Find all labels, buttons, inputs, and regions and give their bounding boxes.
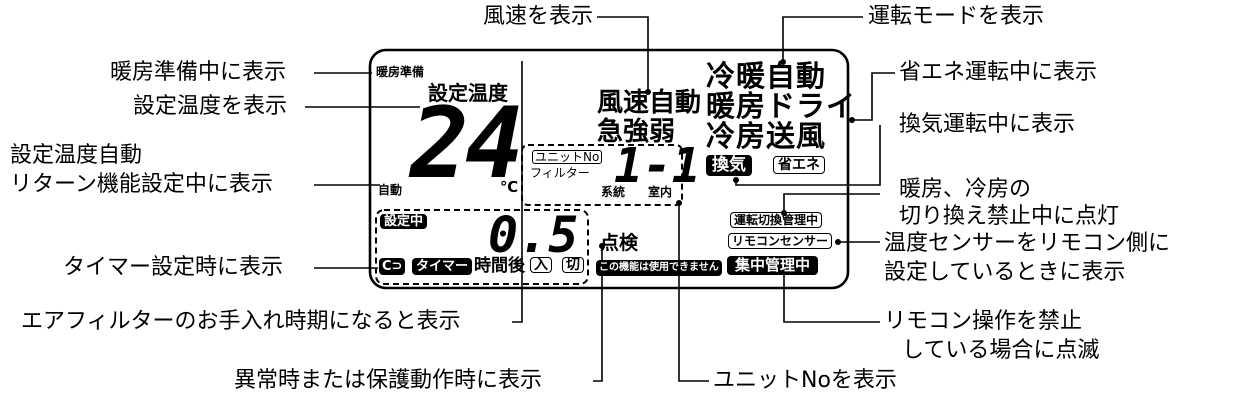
lcd-temperature: 24	[410, 87, 524, 201]
callout-sensor-1: 温度センサーをリモコン側に	[884, 231, 1171, 256]
lcd-unit-no-label: ユニットNo	[532, 150, 603, 164]
callout-sensor-2: 設定しているときに表示	[884, 260, 1126, 285]
lcd-off: 切	[562, 257, 584, 273]
callout-auto-return-1: 設定温度自動	[10, 143, 143, 168]
lcd-frame	[368, 48, 850, 290]
callout-remote-lock-2: している場合に点滅	[902, 338, 1100, 363]
callout-filter: エアフィルターのお手入れ時期になると表示	[21, 309, 461, 334]
lcd-unavailable: この機能は使用できません	[596, 260, 722, 276]
lcd-hours-after: 時間後	[474, 256, 525, 276]
lcd-on: 入	[530, 257, 552, 273]
lcd-system: 系統	[601, 185, 626, 199]
lcd-inspection: 点検	[600, 232, 639, 254]
callout-set-temp: 設定温度を表示	[133, 94, 288, 119]
callout-switch-prohibit-1: 暖房、冷房の	[899, 177, 1032, 202]
lcd-mode-line1: 冷暖自動	[706, 59, 827, 93]
lcd-mode-line2: 暖房ドライ	[706, 89, 857, 123]
lcd-ventilation-badge: 換気	[706, 155, 752, 176]
callout-auto-return-2: リターン機能設定中に表示	[10, 172, 273, 197]
callout-unit-no: ユニットNoを表示	[713, 368, 897, 393]
callout-abnormal: 異常時または保護動作時に表示	[234, 368, 543, 393]
callout-fan-speed: 風速を表示	[483, 4, 594, 29]
unit-no-dashed-box	[521, 144, 683, 206]
callout-heating-prep: 暖房準備中に表示	[110, 60, 287, 85]
lcd-unit-code: 1-1	[614, 138, 701, 194]
lcd-mode-line3: 冷房送風	[706, 119, 827, 153]
lcd-indoor: 室内	[648, 185, 673, 199]
lcd-central: 集中管理中	[727, 256, 819, 275]
lcd-switch-mgmt: 運転切換管理中	[730, 212, 823, 228]
callout-ventilation: 換気運転中に表示	[899, 112, 1076, 137]
callout-eco-mode: 省エネ運転中に表示	[899, 60, 1098, 85]
callout-switch-prohibit-2: 切り換え禁止中に点灯	[899, 204, 1120, 229]
lcd-eco-badge: 省エネ	[773, 156, 825, 174]
lcd-fan-line1: 風速自動	[597, 88, 702, 118]
callout-operation-mode: 運転モードを表示	[868, 4, 1045, 29]
callout-timer: タイマー設定時に表示	[63, 255, 284, 280]
lcd-set-temp-label: 設定温度	[428, 81, 508, 105]
lcd-setting: 設定中	[380, 214, 428, 229]
lcd-timer-label: タイマー	[412, 258, 473, 275]
lcd-remote-sensor: リモコンセンサー	[728, 233, 833, 249]
timer-loop-icon: C⊃	[379, 258, 406, 275]
lcd-fan-line2: 急強弱	[597, 117, 676, 147]
lcd-auto: 自動	[378, 183, 403, 197]
lcd-celsius: ℃	[500, 178, 519, 196]
lcd-heating-prep: 暖房準備	[376, 65, 425, 79]
callout-remote-lock-1: リモコン操作を禁止	[884, 309, 1083, 334]
lcd-filter-label: フィルター	[530, 166, 590, 180]
lcd-timer-value: 0.5	[488, 206, 579, 264]
